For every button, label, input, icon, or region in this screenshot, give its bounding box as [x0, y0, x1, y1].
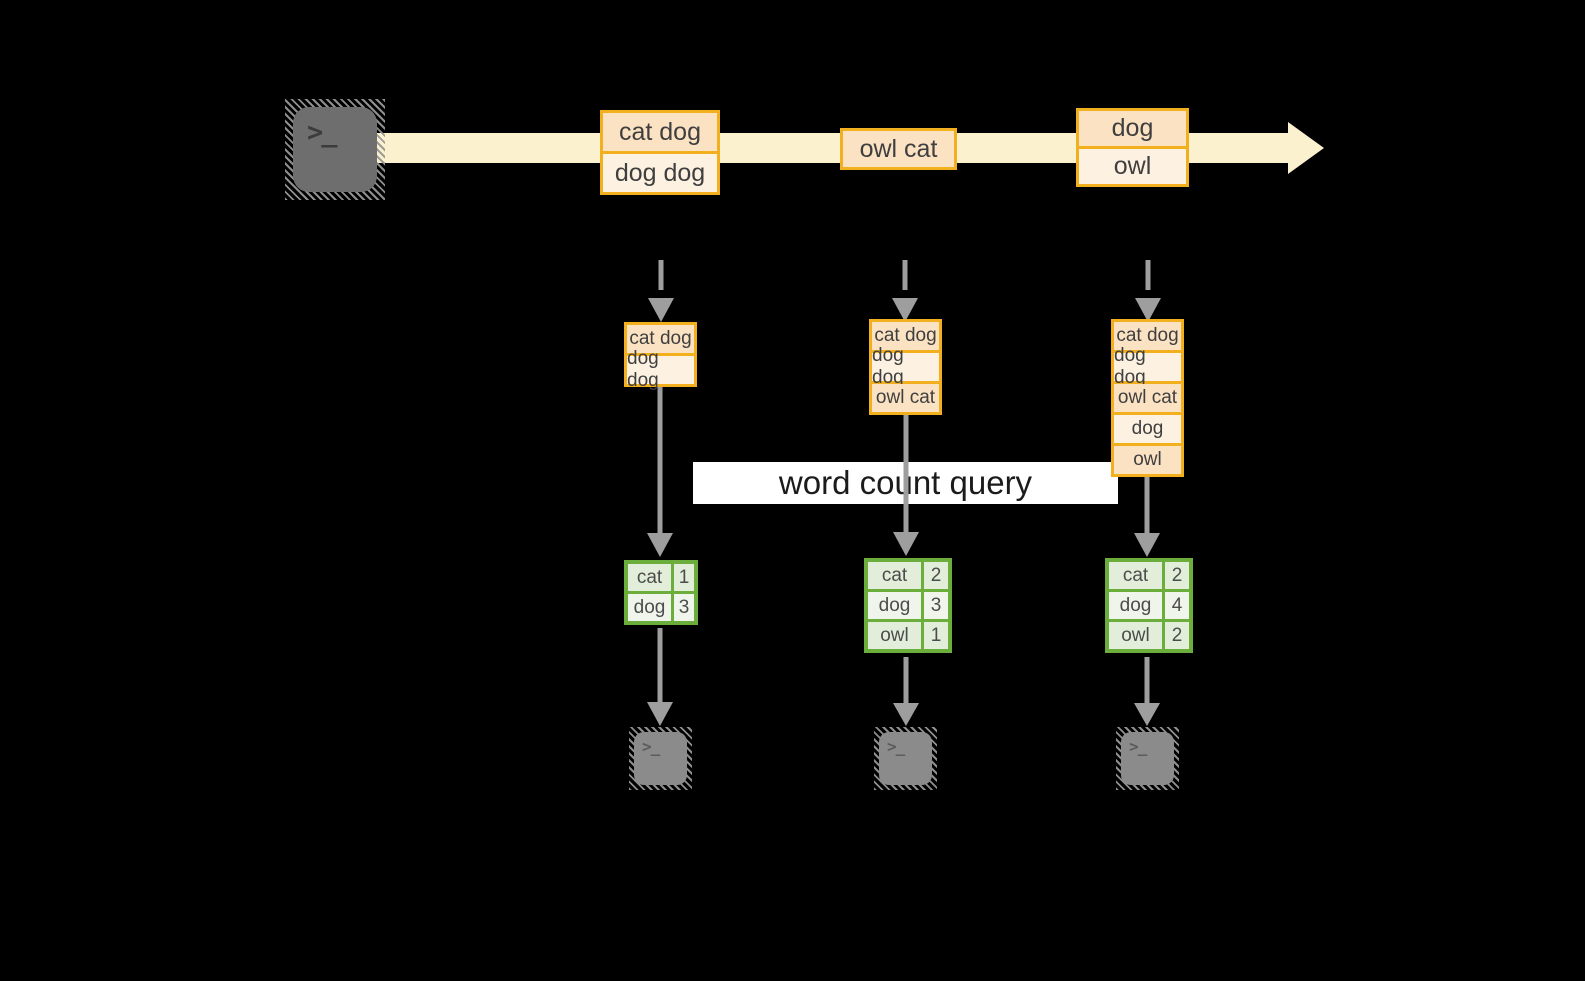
record: dog dog [1114, 345, 1181, 388]
stream-arrow-head-icon [1288, 122, 1324, 174]
terminal-sink-icon: >_ [629, 727, 692, 790]
count-value: 2 [1165, 622, 1189, 649]
terminal-body: >_ [879, 732, 932, 785]
count-word: cat [1109, 562, 1162, 589]
terminal-sink-icon: >_ [874, 727, 937, 790]
count-table-2: cat 2 dog 3 owl 1 [864, 558, 952, 653]
dashed-arrow-down-icon [892, 260, 918, 322]
record: cat dog [627, 325, 694, 353]
record-buffer-2: cat dog dog dog owl cat [869, 319, 942, 415]
record: cat dog [1114, 322, 1181, 350]
arrow-down-icon [893, 414, 919, 556]
terminal-prompt-icon: >_ [642, 737, 660, 756]
arrow-down-icon [1134, 477, 1160, 557]
count-table-1: cat 1 dog 3 [624, 560, 698, 625]
count-word: dog [1109, 592, 1162, 619]
count-value: 2 [924, 562, 948, 589]
dashed-arrow-down-icon [1135, 260, 1161, 322]
stream-record: owl cat [843, 131, 954, 167]
count-value: 4 [1165, 592, 1189, 619]
record-buffer-3: cat dog dog dog owl cat dog owl [1111, 319, 1184, 477]
record: owl cat [872, 384, 939, 412]
count-word: dog [628, 594, 671, 621]
stream-record: dog [1079, 111, 1186, 146]
stream-record: owl [1079, 149, 1186, 184]
record-buffer-1: cat dog dog dog [624, 322, 697, 391]
count-word: owl [868, 622, 921, 649]
arrow-down-icon [1134, 657, 1160, 726]
terminal-prompt-icon: >_ [887, 737, 905, 756]
stream-record: dog dog [603, 154, 717, 192]
count-value: 1 [674, 564, 694, 591]
record: cat dog [872, 322, 939, 350]
terminal-body: >_ [634, 732, 687, 785]
record: dog dog [872, 345, 939, 388]
count-word: cat [628, 564, 671, 591]
count-word: dog [868, 592, 921, 619]
record: owl cat [1114, 384, 1181, 412]
terminal-sink-icon: >_ [1116, 727, 1179, 790]
count-table-3: cat 2 dog 4 owl 2 [1105, 558, 1193, 653]
count-value: 1 [924, 622, 948, 649]
terminal-body: >_ [1121, 732, 1174, 785]
terminal-source-icon: >_ [285, 99, 385, 200]
terminal-prompt-icon: >_ [1129, 737, 1147, 756]
count-word: cat [868, 562, 921, 589]
stream-event-1: cat dog dog dog [600, 110, 720, 195]
count-value: 3 [674, 594, 694, 621]
terminal-prompt-icon: >_ [307, 117, 337, 148]
stream-event-2: owl cat [840, 128, 957, 170]
record: dog [1114, 415, 1181, 443]
count-value: 3 [924, 592, 948, 619]
record: dog dog [627, 348, 694, 391]
count-value: 2 [1165, 562, 1189, 589]
arrow-down-icon [647, 387, 673, 557]
dashed-arrow-down-icon [648, 260, 674, 322]
arrow-down-icon [647, 628, 673, 726]
stream-event-3: dog owl [1076, 108, 1189, 187]
record: owl [1114, 446, 1181, 474]
stream-record: cat dog [603, 113, 717, 151]
terminal-body: >_ [293, 107, 377, 192]
count-word: owl [1109, 622, 1162, 649]
arrow-down-icon [893, 657, 919, 726]
